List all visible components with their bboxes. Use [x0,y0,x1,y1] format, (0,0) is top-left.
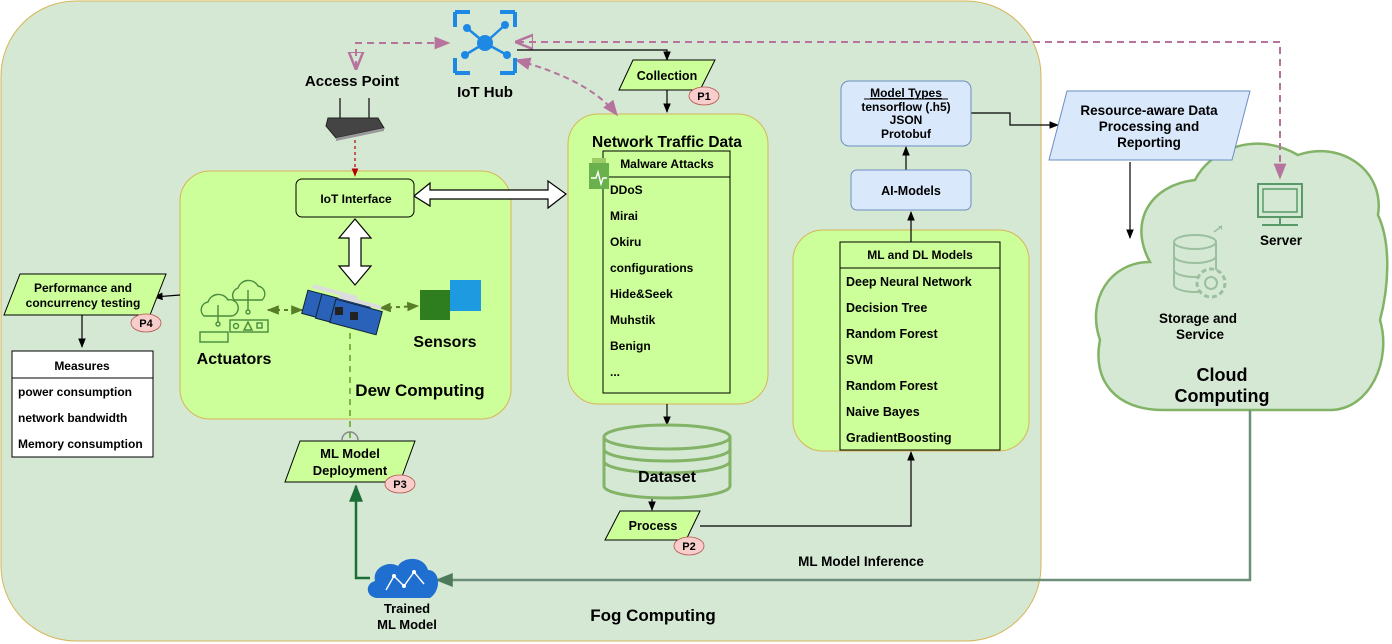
iot-interface-node [295,178,415,218]
activity-icon [589,158,609,189]
access-point-label: Access Point [305,73,399,90]
resource-line-2: Processing and [1099,119,1200,134]
malware-list: DDoS Mirai Okiru configurations Hide&See… [610,183,694,379]
model-item: SVM [846,353,873,367]
server-icon [1257,183,1303,226]
ml-deployment-line-2: Deployment [313,463,388,478]
malware-item: Okiru [610,235,641,249]
model-types-title: Model Types [870,86,942,100]
dataset-cylinder [602,423,732,500]
edge-interface-board [337,218,373,286]
actuators-icon [199,279,269,343]
malware-item: ... [610,365,620,379]
model-item: GradientBoosting [846,431,952,445]
iot-hub-icon [453,10,517,75]
edge-interface-traffic [412,179,568,210]
resource-line-1: Resource-aware Data [1080,103,1218,118]
badge-p1 [688,86,720,106]
measures-list: power consumption network bandwidth Memo… [18,385,143,451]
measure-item: power consumption [18,385,132,399]
malware-title: Malware Attacks [620,157,714,171]
sensors-icon [420,280,481,320]
model-type-item: JSON [890,113,923,127]
measure-item: network bandwidth [18,411,127,425]
dew-computing-label: Dew Computing [355,381,484,400]
dataset-label: Dataset [638,469,696,486]
model-type-item: tensorflow (.h5) [861,100,950,114]
board-icon [301,284,383,336]
edge-cloud-trained [435,410,1252,587]
ml-inference-label: ML Model Inference [798,554,924,569]
deployment-socket [341,431,359,441]
models-list: Deep Neural Network Decision Tree Random… [846,275,972,445]
malware-item: Benign [610,339,651,353]
resource-aware-node [1048,90,1251,161]
model-item: Random Forest [846,379,939,393]
storage-line-2: Service [1176,327,1225,342]
cloud-line-1: Cloud [1197,365,1248,385]
malware-item: DDoS [610,183,643,197]
model-item: Deep Neural Network [846,275,972,289]
edge-iothub-collection [517,49,671,61]
measures-table [11,350,154,458]
badge-p2-label: P2 [682,541,695,553]
models-title: ML and DL Models [867,248,973,262]
iot-interface-label: IoT Interface [320,192,392,206]
model-type-item: Protobuf [881,127,932,141]
trained-line-2: ML Model [377,617,437,632]
model-types-node [840,80,972,147]
fog-computing-label: Fog Computing [590,606,716,625]
measure-item: Memory consumption [18,437,143,451]
network-traffic-title: Network Traffic Data [592,134,742,151]
model-item: Random Forest [846,327,939,341]
model-item: Naive Bayes [846,405,920,419]
edge-board-sensors [378,301,420,313]
ml-deployment-line-1: ML Model [320,446,380,461]
model-item: Decision Tree [846,301,927,315]
server-label: Server [1260,233,1303,248]
malware-item: Mirai [610,209,638,223]
collection-label: Collection [637,69,697,83]
measures-title: Measures [54,359,110,373]
malware-item: Hide&Seek [610,287,673,301]
trained-line-1: Trained [384,601,430,616]
edge-iothub-traffic [514,57,618,117]
malware-item: Muhstik [610,313,656,327]
iot-hub-label: IoT Hub [457,84,513,101]
storage-line-1: Storage and [1159,311,1237,326]
badge-p4 [130,313,162,333]
edge-process-models [700,451,915,527]
edge-trained-deployment [349,484,370,580]
brain-cloud-icon [367,558,439,598]
performance-line-1: Performance and [34,281,132,295]
sensors-label: Sensors [413,334,476,351]
performance-line-2: concurrency testing [26,296,141,310]
edge-iothub-server [517,42,1280,178]
process-label: Process [629,519,678,533]
badge-p3 [384,474,416,494]
models-table [839,241,1001,451]
router-icon [325,98,385,141]
malware-table [602,150,731,394]
ai-models-node [850,169,972,211]
edge-types-resource [970,112,1059,129]
malware-item: configurations [610,261,694,275]
storage-icon [1173,225,1227,299]
resource-line-3: Reporting [1117,135,1181,150]
badge-p4-label: P4 [139,318,153,330]
cloud-line-2: Computing [1175,386,1270,406]
actuators-label: Actuators [197,351,272,368]
ai-models-label: AI-Models [881,184,941,198]
edge-dew-performance [153,292,181,301]
badge-p3-label: P3 [393,479,406,491]
badge-p1-label: P1 [697,91,710,103]
badge-p2 [673,536,705,556]
edge-ap-iothub [356,43,449,68]
